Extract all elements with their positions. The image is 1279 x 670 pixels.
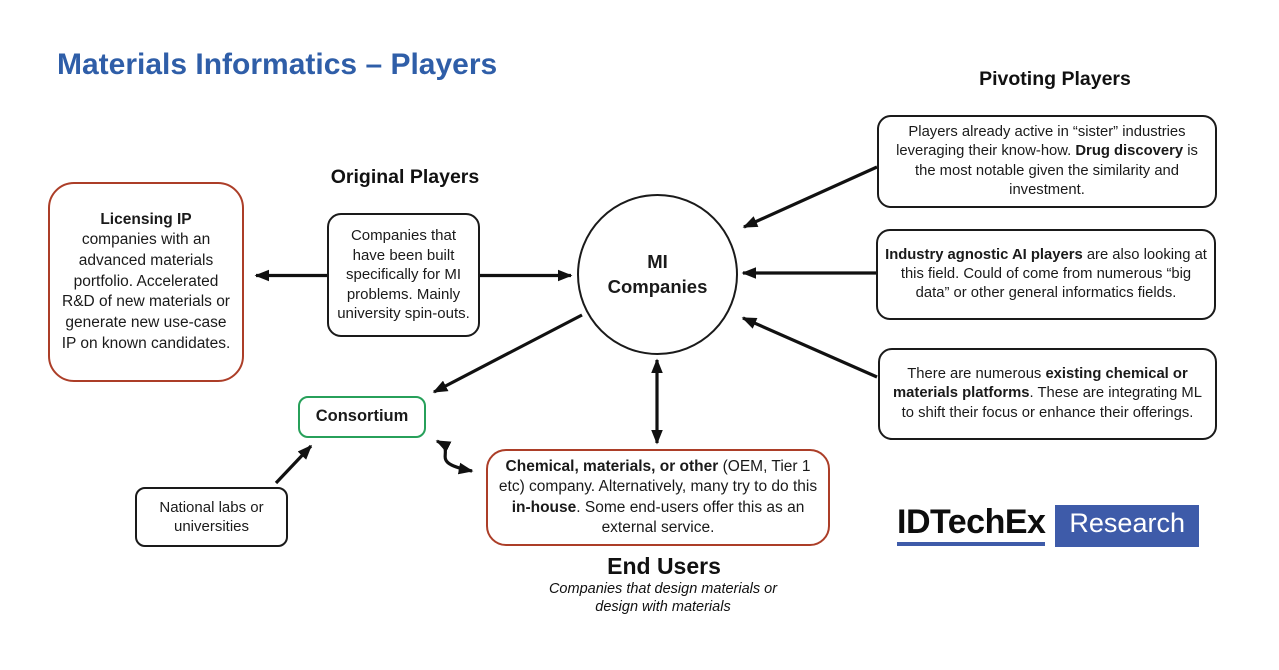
mi-companies-label: MI Companies <box>607 250 708 297</box>
pivot-box-sister-industries: Players already active in “sister” indus… <box>877 115 1217 208</box>
arrow-natlabs-to-consortium <box>274 444 313 485</box>
original-players-text: Companies that have been built specifica… <box>337 227 470 323</box>
heading-original-players: Original Players <box>330 166 480 188</box>
national-labs-box: National labs or universities <box>135 487 288 547</box>
pivot-box-existing-platforms-text: There are numerous existing chemical or … <box>893 366 1202 421</box>
idtechex-wordmark: IDTechEx <box>897 505 1046 546</box>
pivot-box-ai-players-text: Industry agnostic AI players are also lo… <box>885 246 1207 302</box>
heading-end-users: End Users <box>607 553 721 579</box>
national-labs-text: National labs or universities <box>159 498 264 536</box>
end-users-text: Chemical, materials, or other (OEM, Tier… <box>498 458 818 536</box>
idtechex-logo: IDTechEx Research <box>897 505 1199 547</box>
pivot-box-ai-players: Industry agnostic AI players are also lo… <box>876 229 1216 320</box>
arrow-consortium-endusers-curve <box>435 439 474 475</box>
mi-companies-circle: MI Companies <box>577 194 738 355</box>
consortium-label: Consortium <box>315 407 409 426</box>
research-badge: Research <box>1055 505 1199 547</box>
pivot-box-sister-industries-text: Players already active in “sister” indus… <box>896 124 1198 198</box>
end-users-box: Chemical, materials, or other (OEM, Tier… <box>486 449 830 546</box>
heading-pivoting-players: Pivoting Players <box>979 68 1131 90</box>
original-players-box: Companies that have been built specifica… <box>327 213 480 337</box>
arrow-platforms-to-circle <box>741 316 878 379</box>
page-title: Materials Informatics – Players <box>57 48 498 81</box>
end-users-subtitle: Companies that design materials or desig… <box>548 581 778 616</box>
pivot-box-existing-platforms: There are numerous existing chemical or … <box>878 348 1217 440</box>
consortium-box: Consortium <box>298 396 426 438</box>
arrow-sister-industries-to-circle <box>742 165 878 229</box>
